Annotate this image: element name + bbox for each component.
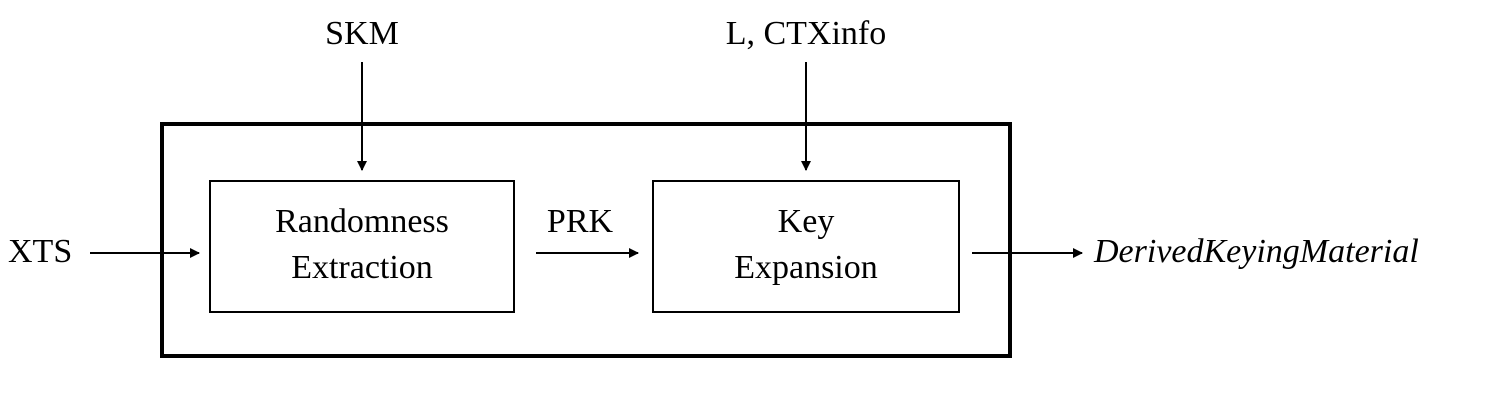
prk-label: PRK [547,203,614,240]
skm-label: SKM [325,15,399,52]
extraction-label-line2: Extraction [291,249,433,286]
expansion-label-line1: Key [778,203,835,240]
outer-kdf-box [160,122,1012,358]
expansion-label-line2: Expansion [734,249,878,286]
derived-keying-material-label: DerivedKeyingMaterial [1093,233,1419,270]
key-expansion-box [652,180,960,313]
extraction-label-line1: Randomness [275,203,449,240]
randomness-extraction-box [209,180,515,313]
xts-label: XTS [8,233,72,270]
l-ctxinfo-label: L, CTXinfo [726,15,887,52]
